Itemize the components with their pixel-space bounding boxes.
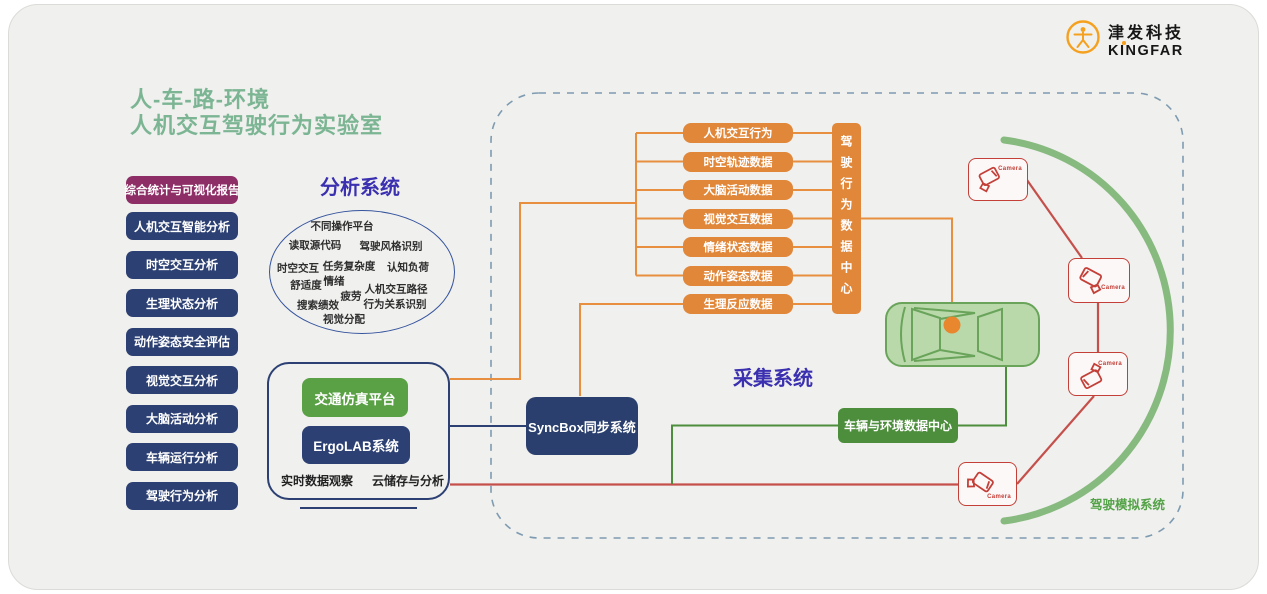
- kingfar-i-dot: [1122, 41, 1126, 45]
- vehicle-env-center-node: 车辆与环境数据中心: [838, 408, 958, 443]
- analysis-node-4: 动作姿态安全评估: [126, 327, 238, 356]
- logo-company-name-en: KINGFAR: [1108, 41, 1184, 59]
- syncbox-node: SyncBox同步系统: [526, 397, 638, 455]
- data-node-3: 大脑活动数据: [683, 180, 793, 200]
- analysis-node-2: 时空交互分析: [126, 250, 238, 279]
- analysis-node-1: 人机交互智能分析: [126, 212, 238, 240]
- ellipse-item: 人机交互路径: [364, 283, 428, 296]
- camera-node-1: Camera: [968, 158, 1028, 201]
- ellipse-item: 读取源代码: [288, 239, 342, 252]
- camera-node-3: Camera: [1068, 352, 1128, 396]
- kingfar-logo: 津发科技 KINGFAR: [1064, 18, 1204, 60]
- ellipse-item: 驾驶风格识别: [359, 240, 423, 253]
- ellipse-item: 情绪: [323, 275, 345, 288]
- ellipse-item: 视觉分配: [323, 313, 365, 326]
- data-node-7: 生理反应数据: [683, 294, 793, 314]
- camera-node-2: Camera: [1068, 258, 1130, 303]
- camera-icon: [978, 166, 1000, 193]
- data-node-4: 视觉交互数据: [683, 208, 793, 229]
- ellipse-item: 时空交互: [277, 262, 319, 275]
- kingfar-logo-mark-icon: [1066, 20, 1100, 54]
- driving-data-center-node: 驾驶行为数据中心: [832, 123, 861, 314]
- platform-underline: [300, 507, 417, 509]
- analysis-node-7: 车辆运行分析: [126, 443, 238, 471]
- camera-icon: [966, 471, 994, 493]
- driving-simulator-label: 驾驶模拟系统: [1090, 498, 1166, 512]
- page-title-line2: 人机交互驾驶行为实验室: [130, 113, 384, 138]
- ergolab-node: ErgoLAB系统: [302, 426, 410, 464]
- camera-label: Camera: [1098, 361, 1122, 367]
- collection-system-label: 采集系统: [733, 368, 813, 390]
- ellipse-item: 任务复杂度: [322, 260, 376, 273]
- ellipse-item: 舒适度: [290, 279, 322, 292]
- analysis-node-6: 大脑活动分析: [126, 404, 238, 433]
- camera-label: Camera: [998, 166, 1022, 172]
- camera-icon: [1079, 267, 1103, 295]
- ellipse-item: 不同操作平台: [310, 220, 374, 233]
- analysis-ellipse: [269, 210, 455, 334]
- camera-icon: [1080, 362, 1103, 390]
- ellipse-item: 行为关系识别: [363, 298, 427, 311]
- data-node-5: 情绪状态数据: [683, 237, 793, 257]
- analysis-node-5: 视觉交互分析: [126, 366, 238, 394]
- analysis-node-8: 驾驶行为分析: [126, 481, 238, 510]
- page-title-line1: 人-车-路-环境: [130, 87, 270, 112]
- cloud-storage-label: 云储存与分析: [372, 474, 445, 488]
- realtime-observation-label: 实时数据观察: [281, 474, 354, 488]
- data-node-6: 动作姿态数据: [683, 265, 793, 286]
- data-node-1: 人机交互行为: [683, 123, 793, 143]
- traffic-simulation-node: 交通仿真平台: [302, 378, 408, 417]
- platform-box: [267, 362, 450, 500]
- logo-company-name-cn: 津发科技: [1108, 25, 1185, 42]
- camera-label: Camera: [987, 494, 1011, 500]
- report-node: 综合统计与可视化报告: [125, 176, 240, 204]
- analysis-node-3: 生理状态分析: [126, 289, 238, 317]
- ellipse-item: 搜索绩效: [297, 299, 339, 312]
- ellipse-item: 认知负荷: [387, 261, 429, 274]
- data-node-2: 时空轨迹数据: [683, 151, 793, 172]
- camera-label: Camera: [1101, 285, 1125, 291]
- page-title: 人-车-路-环境 人机交互驾驶行为实验室: [130, 87, 383, 139]
- analysis-system-label: 分析系统: [320, 177, 400, 199]
- camera-node-4: Camera: [958, 462, 1017, 506]
- ellipse-item: 疲劳: [340, 290, 362, 303]
